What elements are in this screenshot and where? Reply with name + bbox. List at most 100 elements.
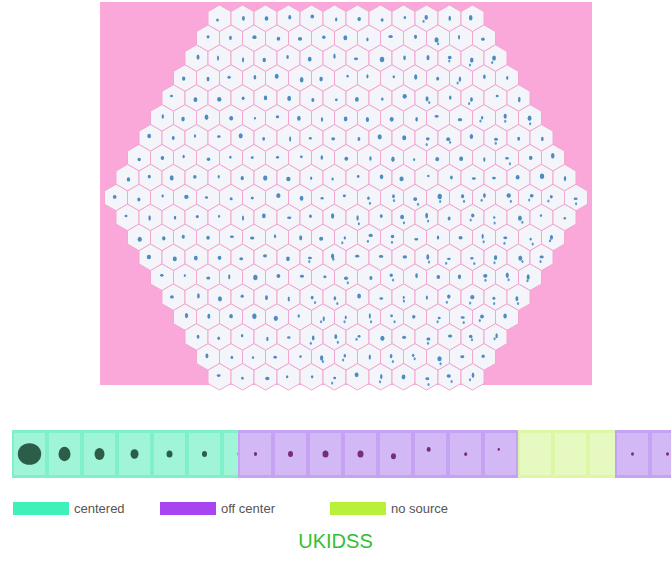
source-dot [529,156,533,160]
source-dot [266,337,268,341]
source-dot [379,380,381,383]
source-dot [470,295,474,299]
source-dot [276,193,280,198]
source-dot [451,380,453,383]
source-dot [161,156,165,160]
source-dot [251,197,254,200]
source-dot [509,162,511,165]
source-dot [241,176,244,180]
source-dot [277,37,281,41]
source-dot [319,77,322,82]
source-dot [481,199,483,202]
source-dot [263,58,266,63]
source-dot [483,240,485,243]
source-dot [239,133,243,138]
source-dot [483,274,487,278]
legend-entry: centered [13,500,125,516]
source-dot [468,102,470,105]
source-dot [137,197,140,201]
source-dot [505,157,509,160]
source-dot [518,256,522,261]
source-dot [521,260,523,263]
source-dot [540,255,544,258]
source-dot [265,377,269,380]
source-dot [495,333,497,338]
source-dot [457,81,459,84]
source-dot [472,177,476,179]
source-dot [437,42,439,45]
source-dot [207,77,210,82]
legend-swatch [330,502,386,515]
source-dot [344,354,346,358]
source-dot [172,136,175,140]
legend-swatch [13,502,69,515]
source-dot [415,117,417,122]
source-dot [229,156,231,159]
source-dot [460,355,464,358]
source-dot [148,175,151,179]
source-dot [138,158,141,161]
source-dot [539,260,541,263]
source-dot [427,175,429,178]
source-dot [392,278,394,281]
source-dot [207,314,210,319]
source-dot [526,279,528,282]
source-dot [265,295,268,300]
source-dot [529,122,531,125]
source-dot [162,236,165,240]
source-dot [322,360,324,363]
thumbnail [520,433,551,475]
source-dot [506,273,509,278]
source-dot [380,336,384,341]
source-dot [530,194,534,198]
hex-cell [208,364,231,391]
thumbnail [485,433,516,475]
source-dot [311,375,314,378]
thumbnail [84,433,115,475]
source-dot [469,302,471,305]
source-dot [380,174,383,179]
source-dot [125,215,128,218]
source-dot [217,97,221,102]
source-dot [336,302,338,305]
source-blob [288,451,293,457]
source-dot [381,18,384,21]
source-dot [194,97,198,102]
hex-cell [415,364,438,391]
source-dot [254,75,257,80]
source-dot [402,375,406,380]
source-dot [461,194,464,198]
source-dot [471,213,474,217]
source-dot [335,17,337,21]
source-dot [427,383,429,386]
source-dot [241,295,244,298]
source-dot [217,374,221,377]
source-dot [345,316,347,320]
source-dot [403,299,405,302]
source-dot [390,354,392,358]
source-dot [470,134,473,139]
source-dot [227,76,230,79]
source-dot [504,120,506,123]
source-dot [182,235,185,239]
source-dot [332,258,334,261]
thumbnail [310,433,341,475]
source-dot [170,295,174,298]
source-dot [391,241,393,244]
source-dot [230,236,234,238]
source-dot [241,334,243,337]
source-dot [426,254,429,259]
source-dot [356,215,358,220]
source-dot [510,200,512,203]
source-dot [391,157,394,162]
source-dot [241,377,244,380]
source-dot [161,194,163,197]
source-dot [277,274,281,278]
source-dot [459,236,463,240]
source-dot [207,157,211,161]
source-dot [367,240,369,243]
source-dot [370,320,372,323]
source-dot [127,177,130,181]
thumbnail [119,433,150,475]
source-dot [308,257,312,259]
